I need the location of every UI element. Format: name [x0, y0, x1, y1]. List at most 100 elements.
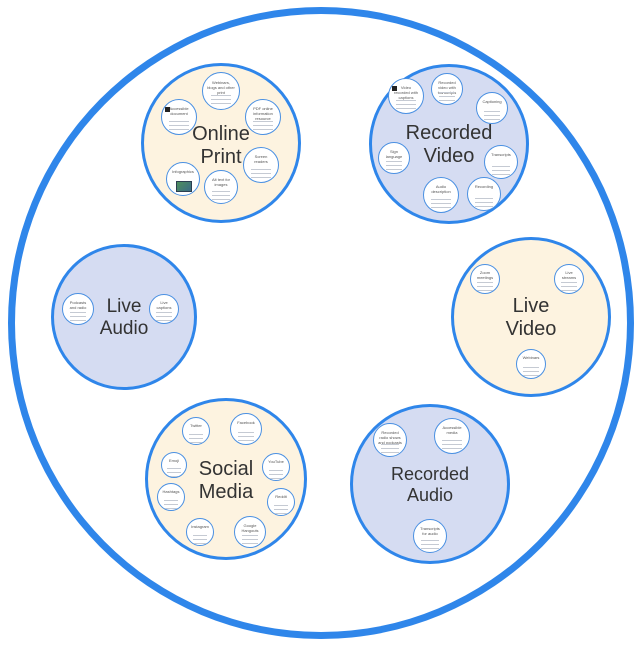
- placeholder-text-line: [156, 316, 172, 318]
- topic-bubble[interactable]: Webinars: [516, 349, 546, 379]
- placeholder-text-line: [69, 320, 87, 322]
- placeholder-text-line: [475, 205, 493, 207]
- placeholder-text-line: [421, 543, 439, 545]
- placeholder-text-line: [163, 504, 179, 506]
- placeholder-text-line: [442, 447, 462, 449]
- group-label-live-video: Live Video: [505, 295, 557, 340]
- topic-bubble[interactable]: Transcripts for audio: [413, 519, 447, 553]
- placeholder-text-line: [253, 124, 273, 126]
- topic-bubble[interactable]: Instagram: [186, 518, 214, 546]
- placeholder-text-line: [477, 286, 493, 288]
- topic-title: Transcripts for audio: [420, 525, 440, 536]
- placeholder-text-line: [167, 471, 181, 473]
- topic-bubble[interactable]: Emoji: [161, 452, 187, 478]
- square-marker-icon: [165, 107, 170, 113]
- topic-bubble[interactable]: Reddit: [267, 488, 295, 516]
- placeholder-text-line: [492, 169, 510, 171]
- topic-bubble[interactable]: Google Hangouts: [234, 516, 266, 548]
- placeholder-text-line: [421, 539, 439, 541]
- placeholder-text-line: [268, 470, 284, 472]
- topic-bubble[interactable]: Accessible media: [434, 418, 470, 454]
- placeholder-text-line: [431, 202, 451, 204]
- placeholder-text-line: [268, 478, 284, 480]
- placeholder-text-line: [237, 440, 255, 442]
- topic-bubble[interactable]: Recorded radio shows and podcasts: [373, 423, 407, 457]
- topic-bubble[interactable]: Infographics: [166, 162, 200, 196]
- topic-bubble[interactable]: YouTube: [262, 453, 290, 481]
- topic-bubble[interactable]: Recorded video with transcripts: [431, 73, 463, 105]
- placeholder-text-line: [561, 290, 577, 292]
- topic-bubble[interactable]: PDF online information resource: [245, 99, 281, 135]
- placeholder-text-line: [431, 198, 451, 200]
- topic-bubble[interactable]: Facebook: [230, 413, 262, 445]
- topic-title: PDF online information resource: [253, 106, 273, 122]
- topic-title: Transcripts: [491, 151, 511, 157]
- placeholder-text-line: [169, 124, 189, 126]
- topic-bubble[interactable]: Screen readers: [243, 147, 279, 183]
- topic-bubble[interactable]: Accessible document: [161, 99, 197, 135]
- topic-title: Zoom meetings: [476, 270, 494, 281]
- placeholder-text-line: [492, 165, 510, 167]
- topic-title: Instagram: [191, 523, 209, 529]
- placeholder-text-line: [396, 103, 416, 105]
- placeholder-text-line: [69, 312, 87, 314]
- placeholder-text-line: [273, 505, 289, 507]
- topic-title: Recorded video with transcripts: [438, 79, 456, 95]
- topic-bubble[interactable]: Alt text for images: [204, 170, 238, 204]
- topic-title: Recorded radio shows and podcasts: [378, 429, 402, 445]
- placeholder-text-line: [169, 120, 189, 122]
- topic-bubble[interactable]: Live streams: [554, 264, 584, 294]
- topic-bubble[interactable]: Audio description: [423, 177, 459, 213]
- topic-title: Accessible document: [169, 106, 189, 117]
- placeholder-text-line: [237, 436, 255, 438]
- placeholder-text-line: [188, 434, 204, 436]
- topic-title: Infographics: [172, 168, 194, 174]
- placeholder-text-line: [477, 290, 493, 292]
- placeholder-text-line: [192, 535, 208, 537]
- topic-title: Live streams: [561, 270, 577, 281]
- placeholder-text-line: [251, 168, 271, 170]
- placeholder-text-line: [169, 128, 189, 130]
- topic-title: Webinars: [522, 355, 540, 361]
- topic-bubble[interactable]: Recording: [467, 177, 501, 211]
- placeholder-text-line: [167, 467, 181, 469]
- placeholder-text-line: [561, 286, 577, 288]
- topic-bubble[interactable]: Webinars, blogs and other print: [202, 72, 240, 110]
- topic-title: Sign language: [385, 148, 403, 159]
- topic-title: Recording: [474, 183, 494, 189]
- placeholder-text-line: [188, 438, 204, 440]
- topic-bubble[interactable]: Zoom meetings: [470, 264, 500, 294]
- placeholder-text-line: [442, 439, 462, 441]
- topic-bubble[interactable]: Sign language: [378, 142, 410, 174]
- placeholder-text-line: [483, 115, 501, 117]
- placeholder-text-line: [167, 475, 181, 477]
- placeholder-text-line: [396, 107, 416, 109]
- placeholder-text-line: [253, 120, 273, 122]
- placeholder-text-line: [273, 509, 289, 511]
- topic-bubble[interactable]: Captioning: [476, 92, 508, 124]
- topic-bubble[interactable]: Podcasts and radio: [62, 293, 94, 325]
- placeholder-text-line: [396, 99, 416, 101]
- placeholder-text-line: [156, 320, 172, 322]
- placeholder-text-line: [438, 92, 456, 94]
- placeholder-text-line: [477, 282, 493, 284]
- topic-bubble[interactable]: Transcripts: [484, 145, 518, 179]
- topic-title: Facebook: [237, 419, 255, 425]
- placeholder-text-line: [212, 194, 230, 196]
- placeholder-text-line: [273, 513, 289, 515]
- topic-bubble[interactable]: Hashtags: [157, 483, 185, 511]
- placeholder-text-line: [251, 176, 271, 178]
- placeholder-text-line: [438, 96, 456, 98]
- topic-bubble[interactable]: Live captions: [149, 294, 179, 324]
- topic-bubble[interactable]: Video recorded with captions: [388, 78, 424, 114]
- placeholder-text-line: [475, 197, 493, 199]
- placeholder-text-line: [241, 535, 259, 537]
- topic-bubble[interactable]: Twitter: [182, 417, 210, 445]
- placeholder-text-line: [253, 128, 273, 130]
